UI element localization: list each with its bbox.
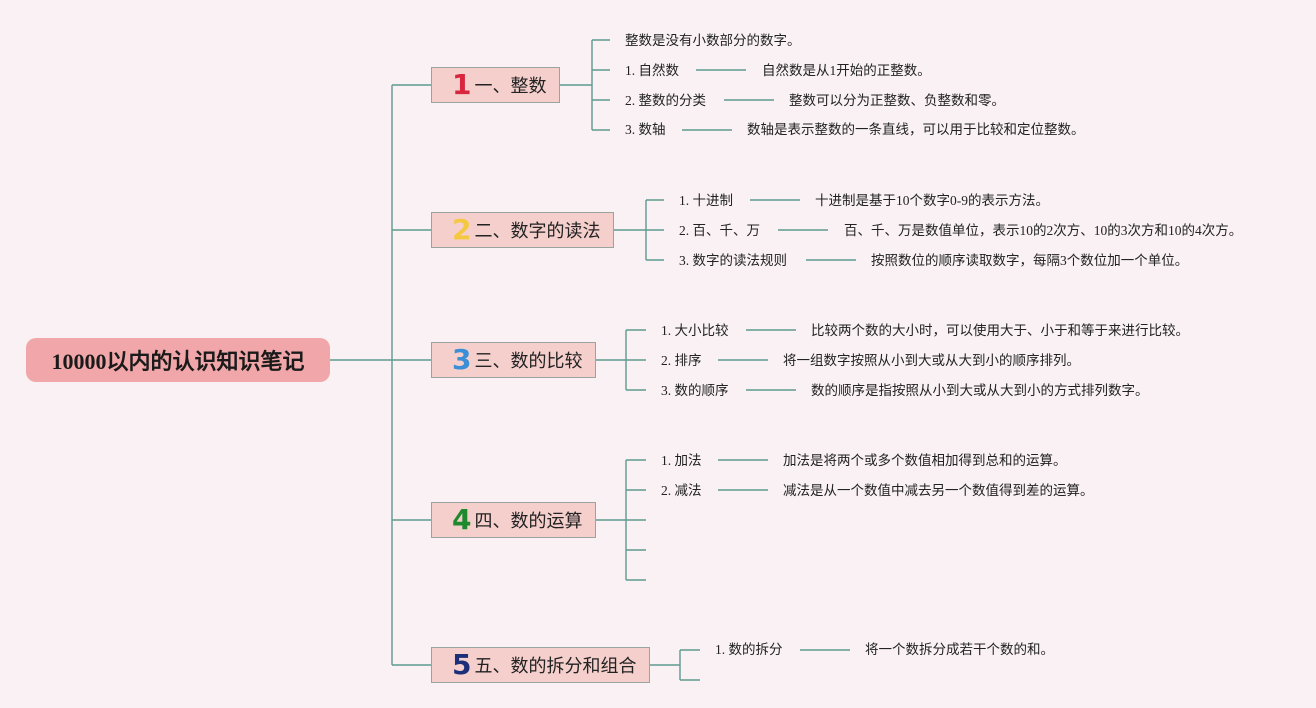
subtopic-description: 数的顺序是指按照从小到大或从大到小的方式排列数字。 [811,383,1149,398]
subtopic-description: 加法是将两个或多个数值相加得到总和的运算。 [783,453,1067,468]
subtopic-description: 数轴是表示整数的一条直线，可以用于比较和定位整数。 [747,122,1085,137]
subtopic-label[interactable]: 2. 排序 [661,353,702,368]
subtopic-description: 减法是从一个数值中减去另一个数值得到差的运算。 [783,483,1094,498]
topic-node-4[interactable]: 4 四、数的运算 [431,502,596,538]
subtopic-description: 百、千、万是数值单位，表示10的2次方、10的3次方和10的4次方。 [844,223,1243,238]
subtopic-label[interactable]: 3. 数的顺序 [661,383,729,398]
topic-label: 四、数的运算 [474,511,583,531]
subtopic-label[interactable]: 1. 大小比较 [661,323,729,338]
subtopic-description: 十进制是基于10个数字0-9的表示方法。 [815,193,1049,208]
subtopic-label[interactable]: 2. 百、千、万 [679,223,760,238]
subtopic-description: 按照数位的顺序读取数字，每隔3个数位加一个单位。 [871,253,1189,268]
subtopic-description: 整数可以分为正整数、负整数和零。 [789,93,1005,108]
topic-label: 五、数的拆分和组合 [474,656,637,676]
topic-node-3[interactable]: 3 三、数的比较 [431,342,596,378]
subtopic-label[interactable]: 3. 数字的读法规则 [679,253,787,268]
topic-label: 一、整数 [474,76,547,96]
subtopic-label[interactable]: 3. 数轴 [625,122,666,137]
subtopic-description: 将一个数拆分成若干个数的和。 [865,642,1054,657]
topic-label: 二、数字的读法 [474,221,601,241]
subtopic-label[interactable]: 1. 数的拆分 [715,642,783,657]
number-5-icon: 5 [452,648,472,681]
number-2-icon: 2 [452,213,472,246]
subtopic-description: 比较两个数的大小时，可以使用大于、小于和等于来进行比较。 [811,323,1189,338]
root-node[interactable]: 10000以内的认识知识笔记 [26,338,330,382]
number-1-icon: 1 [452,68,472,101]
topic-node-1[interactable]: 1 一、整数 [431,67,560,103]
subtopic-description: 将一组数字按照从小到大或从大到小的顺序排列。 [783,353,1080,368]
topic-node-2[interactable]: 2 二、数字的读法 [431,212,614,248]
subtopic-label[interactable]: 1. 十进制 [679,193,733,208]
subtopic-label[interactable]: 2. 减法 [661,483,702,498]
root-title: 10000以内的认识知识笔记 [51,349,305,374]
number-3-icon: 3 [452,343,472,376]
number-4-icon: 4 [452,503,472,536]
subtopic-label[interactable]: 2. 整数的分类 [625,93,706,108]
subtopic-label[interactable]: 1. 加法 [661,453,702,468]
topic-node-5[interactable]: 5 五、数的拆分和组合 [431,647,650,683]
subtopic-label[interactable]: 1. 自然数 [625,63,679,78]
topic-label: 三、数的比较 [474,351,583,371]
subtopic-description: 自然数是从1开始的正整数。 [762,63,931,78]
topic-1-intro: 整数是没有小数部分的数字。 [625,33,801,48]
